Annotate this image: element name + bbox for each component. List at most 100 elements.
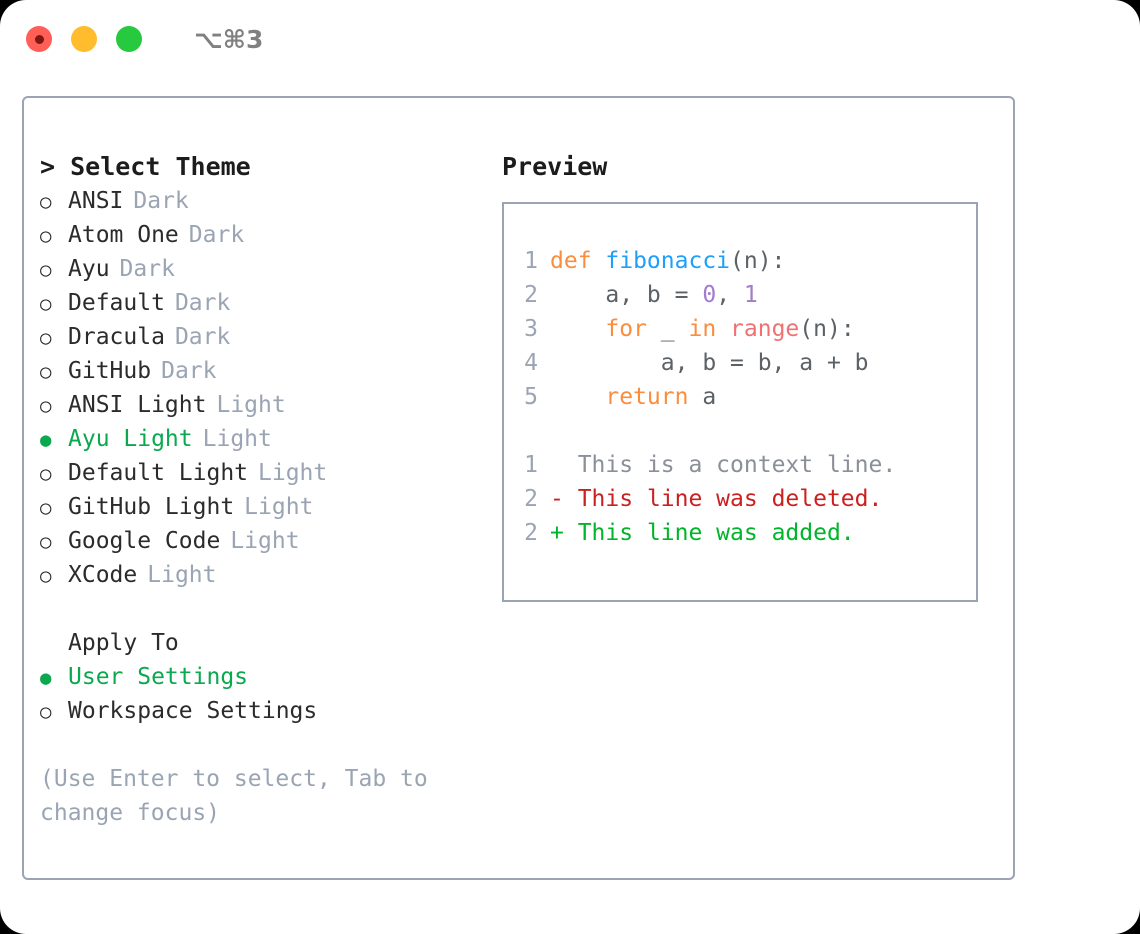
radio-icon[interactable]: ○	[40, 293, 52, 315]
line-number: 1	[524, 248, 538, 274]
radio-icon[interactable]: ○	[40, 191, 52, 213]
theme-item-github-light[interactable]: ○ GitHub Light Light	[40, 490, 480, 524]
title-bar: ⌥⌘3	[0, 0, 1140, 78]
code-line: 4 a, b = b, a + b	[504, 346, 976, 380]
diff-text: This line was deleted.	[577, 486, 883, 512]
theme-label: GitHub	[68, 358, 152, 384]
token-keyword: for	[605, 316, 647, 342]
list-spacer	[40, 592, 480, 626]
theme-item-dracula-dark[interactable]: ○ Dracula Dark	[40, 320, 480, 354]
theme-item-google-code[interactable]: ○ Google Code Light	[40, 524, 480, 558]
code-content: for _ in range(n):	[550, 312, 855, 346]
token-keyword: in	[688, 316, 717, 342]
radio-icon[interactable]: ○	[40, 361, 52, 383]
theme-label: GitHub Light	[68, 494, 235, 520]
preview-column: Preview 1 def fibonacci(n): 2 a, b = 0, …	[502, 150, 1002, 602]
minimize-button[interactable]	[71, 26, 97, 52]
theme-label: ANSI	[68, 188, 124, 214]
theme-item-ansi-light[interactable]: ○ ANSI Light Light	[40, 388, 480, 422]
code-line: 1 def fibonacci(n):	[504, 244, 976, 278]
theme-tag: Dark	[188, 222, 245, 248]
maximize-button[interactable]	[116, 26, 142, 52]
line-number: 4	[524, 350, 538, 376]
theme-item-default-light[interactable]: ○ Default Light Light	[40, 456, 480, 490]
token-plain: a, b = b, a + b	[550, 350, 869, 376]
token-keyword: return	[605, 384, 689, 410]
line-number: 3	[524, 316, 538, 342]
token-plain: a, b =	[550, 282, 703, 308]
code-content: return a	[550, 380, 716, 414]
token-plain: (n):	[730, 248, 786, 274]
token-plain: a	[688, 384, 717, 410]
token-keyword: def	[550, 248, 606, 274]
theme-label: Atom One	[68, 222, 179, 248]
diff-sign	[550, 448, 578, 482]
token-plain: ,	[716, 282, 744, 308]
theme-item-github-dark[interactable]: ○ GitHub Dark	[40, 354, 480, 388]
theme-tag: Light	[230, 528, 300, 554]
apply-to-list[interactable]: ● User Settings ○ Workspace Settings	[40, 660, 480, 728]
token-plain: _	[646, 316, 689, 342]
radio-icon[interactable]: ○	[40, 259, 52, 281]
code-line: 3 for _ in range(n):	[504, 312, 976, 346]
code-line: 5 return a	[504, 380, 976, 414]
diff-line-deleted: 2 - This line was deleted.	[504, 482, 976, 516]
token-builtin: range	[730, 316, 800, 342]
theme-label: Ayu	[68, 256, 110, 282]
preview-heading: Preview	[502, 152, 608, 181]
radio-icon[interactable]: ○	[40, 565, 52, 587]
token-number: 0	[702, 282, 717, 308]
token-plain	[550, 316, 605, 342]
token-number: 1	[743, 282, 758, 308]
apply-to-label: User Settings	[68, 664, 249, 690]
token-plain	[550, 384, 605, 410]
theme-tag: Dark	[133, 188, 189, 214]
radio-selected-icon[interactable]: ●	[40, 429, 52, 451]
theme-item-ayu-light[interactable]: ● Ayu Light Light	[40, 422, 480, 456]
line-number: 1	[524, 452, 538, 478]
radio-selected-icon[interactable]: ●	[40, 667, 52, 689]
token-plain: (n):	[799, 316, 855, 342]
theme-tag: Light	[216, 392, 286, 418]
theme-item-atom-one-dark[interactable]: ○ Atom One Dark	[40, 218, 480, 252]
theme-item-ansi-dark[interactable]: ○ ANSI Dark	[40, 184, 480, 218]
token-function: fibonacci	[605, 248, 731, 274]
close-button[interactable]	[26, 26, 52, 52]
theme-label: Dracula	[68, 324, 165, 350]
line-number: 2	[524, 282, 538, 308]
code-content: a, b = 0, 1	[550, 278, 758, 312]
theme-item-default-dark[interactable]: ○ Default Dark	[40, 286, 480, 320]
theme-list[interactable]: ○ ANSI Dark ○ Atom One Dark ○ Ayu Dark ○…	[40, 184, 480, 592]
theme-tag: Dark	[174, 290, 231, 316]
apply-to-item-workspace-settings[interactable]: ○ Workspace Settings	[40, 694, 480, 728]
diff-sign: -	[550, 486, 578, 512]
theme-tag: Dark	[119, 256, 175, 282]
radio-icon[interactable]: ○	[40, 701, 52, 723]
theme-tag: Light	[258, 460, 328, 486]
theme-item-ayu-dark[interactable]: ○ Ayu Dark	[40, 252, 480, 286]
radio-icon[interactable]: ○	[40, 225, 52, 247]
radio-icon[interactable]: ○	[40, 531, 52, 553]
radio-icon[interactable]: ○	[40, 497, 52, 519]
code-diff-separator	[504, 414, 976, 448]
theme-picker-column: > Select Theme ○ ANSI Dark ○ Atom One Da…	[40, 150, 480, 830]
code-content: a, b = b, a + b	[550, 346, 869, 380]
code-content: def fibonacci(n):	[550, 244, 785, 278]
code-line: 2 a, b = 0, 1	[504, 278, 976, 312]
keyboard-shortcut-label: ⌥⌘3	[194, 24, 264, 54]
radio-icon[interactable]: ○	[40, 395, 52, 417]
apply-to-label: Workspace Settings	[68, 698, 318, 724]
diff-sign: +	[550, 520, 578, 546]
theme-item-xcode[interactable]: ○ XCode Light	[40, 558, 480, 592]
radio-icon[interactable]: ○	[40, 327, 52, 349]
radio-icon[interactable]: ○	[40, 463, 52, 485]
diff-text: This line was added.	[577, 520, 855, 546]
diff-line-added: 2 + This line was added.	[504, 516, 976, 550]
theme-label: Default	[68, 290, 165, 316]
apply-to-item-user-settings[interactable]: ● User Settings	[40, 660, 480, 694]
theme-tag: Light	[147, 562, 217, 588]
theme-label: XCode	[68, 562, 138, 588]
theme-tag: Dark	[174, 324, 231, 350]
select-theme-heading: > Select Theme	[40, 152, 251, 181]
